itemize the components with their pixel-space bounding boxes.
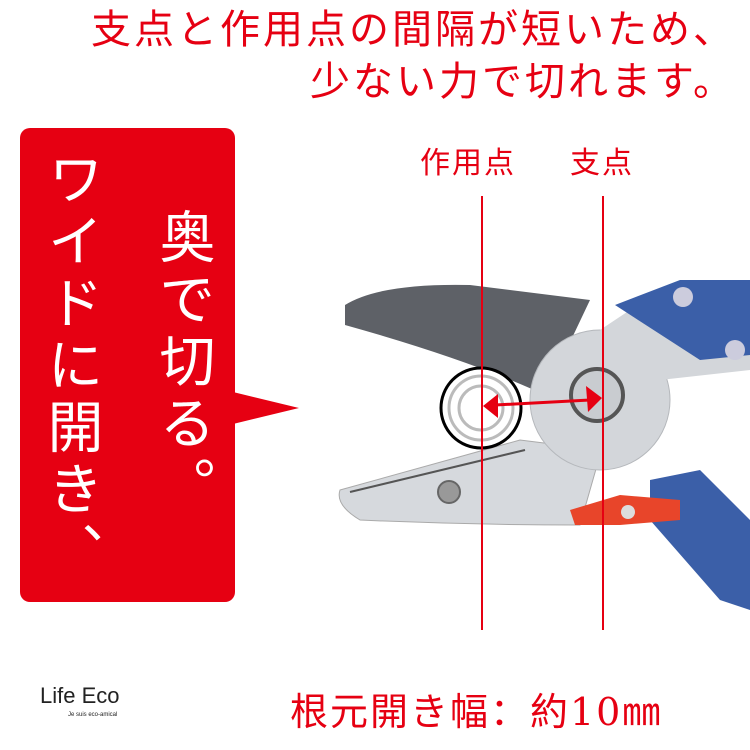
- callout-pointer: [233, 392, 299, 424]
- headline-line-2: 少ない力で切れます。: [310, 59, 736, 105]
- brand-logo: Life Eco Je suis eco-amical: [40, 684, 120, 719]
- callout-box: [20, 128, 235, 602]
- fulcrum-label: 支点: [570, 146, 634, 181]
- logo-tagline: Je suis eco-amical: [68, 712, 118, 718]
- distance-arrow: [483, 386, 602, 418]
- rivet: [437, 480, 461, 504]
- callout-line-1: ワイドに開き、: [38, 150, 103, 584]
- upper-handle: [615, 280, 750, 360]
- logo-name: Life Eco: [40, 683, 120, 708]
- opening-width-caption: 根元開き幅：約10㎜: [290, 690, 663, 734]
- headline-line-1: 支点と作用点の間隔が短いため、: [91, 7, 736, 53]
- upper-blade: [345, 284, 590, 395]
- action-point-label: 作用点: [420, 146, 516, 181]
- lower-handle: [650, 470, 750, 610]
- callout-line-2: 奥で切る。: [150, 208, 215, 518]
